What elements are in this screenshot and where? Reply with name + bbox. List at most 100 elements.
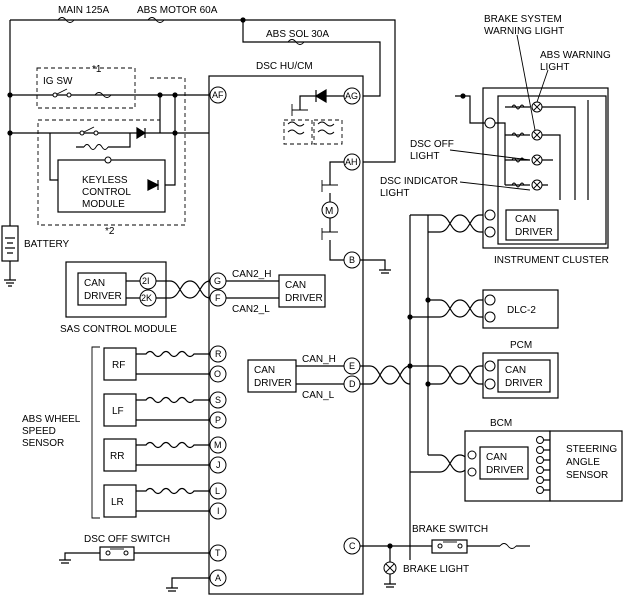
keyless-label-3: MODULE <box>82 199 125 210</box>
dsc-can-driver-can: CAN <box>254 365 275 376</box>
cluster-warning-lamps <box>505 100 589 200</box>
steering-angle-sensor-box <box>549 430 623 502</box>
battery-label: BATTERY <box>24 239 70 250</box>
dsc-can-driver-box <box>247 359 297 393</box>
pin-g-label: G <box>214 276 221 286</box>
pin-j-label: J <box>216 460 221 470</box>
battery-symbol <box>1 225 19 287</box>
pin-a-label: A <box>215 573 221 583</box>
pin-ag-label: AG <box>345 91 358 101</box>
pcm-can-label: CAN <box>505 365 526 376</box>
pin-o-label: O <box>214 369 221 379</box>
dsc-off-light-label-2: LIGHT <box>410 151 439 162</box>
sas-can-driver-box <box>77 272 127 306</box>
sas-driver-label: DRIVER <box>84 291 122 302</box>
abs-motor-fuse-label: ABS MOTOR 60A <box>137 5 218 16</box>
dsc-indicator-label-1: DSC INDICATOR <box>380 176 458 187</box>
pin-s-label: S <box>215 395 221 405</box>
main-fuse-label: MAIN 125A <box>58 5 109 16</box>
brake-light-bulb <box>383 561 397 588</box>
lr-label: LR <box>111 497 124 508</box>
dsc-can2-driver-box <box>278 274 326 308</box>
pin-e-label: E <box>349 361 355 371</box>
ig-sw-label: IG SW <box>43 76 73 87</box>
pin-d-label: D <box>349 379 356 389</box>
motor-label: M <box>325 206 333 217</box>
note-1-label: *1 <box>92 64 102 75</box>
pin-c-label: C <box>349 541 356 551</box>
wheel-sensor-rr: RR <box>103 438 210 472</box>
bcm-can-driver-box <box>479 446 529 480</box>
pcm-driver-label: DRIVER <box>505 378 543 389</box>
brake-switch <box>360 539 530 554</box>
cluster-can-driver-box <box>505 209 559 241</box>
abs-wheel-label-1: ABS WHEEL <box>22 414 81 425</box>
dsc-can2-driver-can: CAN <box>285 280 306 291</box>
dsc-hu-cm-box <box>208 75 364 595</box>
wheel-sensor-lf: LF <box>103 393 210 427</box>
lf-label: LF <box>112 406 124 417</box>
rf-label: RF <box>112 360 125 371</box>
sas-can-label: CAN <box>84 278 105 289</box>
cluster-driver-label: DRIVER <box>515 227 553 238</box>
pin-l-label: L <box>215 486 220 496</box>
pin-ah-label: AH <box>345 157 358 167</box>
abs-sol-fuse-label: ABS SOL 30A <box>266 29 329 40</box>
keyless-module-box <box>57 159 166 213</box>
brake-light-label: BRAKE LIGHT <box>403 564 469 575</box>
pin-af <box>209 86 227 104</box>
can2-l-label: CAN2_L <box>232 304 270 315</box>
dlc-box <box>482 289 559 329</box>
pin-m-label: M <box>214 440 222 450</box>
keyless-label-1: KEYLESS <box>82 175 128 186</box>
keyless-label-2: CONTROL <box>82 187 131 198</box>
sas-module-label: SAS CONTROL MODULE <box>60 324 177 335</box>
instrument-cluster-label: INSTRUMENT CLUSTER <box>494 255 609 266</box>
dsc-off-switch-label: DSC OFF SWITCH <box>84 534 170 545</box>
dsc-can-driver-driver: DRIVER <box>254 378 292 389</box>
dlc-label: DLC-2 <box>507 305 536 316</box>
pcm-label: PCM <box>510 340 532 351</box>
sas-pin-2i: 2I <box>142 276 150 286</box>
can-h-label: CAN_H <box>302 354 336 365</box>
wheel-sensor-rf: RF <box>103 347 210 381</box>
dsc-off-light-label-1: DSC OFF <box>410 139 454 150</box>
bcm-driver-label: DRIVER <box>486 465 524 476</box>
brake-warning-label-2: WARNING LIGHT <box>484 26 564 37</box>
dsc-off-switch <box>59 546 210 564</box>
pcm-can-driver-box <box>497 359 551 393</box>
bcm-can-label: CAN <box>486 452 507 463</box>
can-bus-lines <box>360 214 500 560</box>
dsc-indicator-label-2: LIGHT <box>380 188 409 199</box>
pin-ah <box>343 153 361 171</box>
wheel-sensor-lr: LR <box>103 484 210 518</box>
abs-warning-label-2: LIGHT <box>540 62 569 73</box>
dsc-unit-label: DSC HU/CM <box>256 61 313 72</box>
cluster-can-label: CAN <box>515 214 536 225</box>
can-l-label: CAN_L <box>302 390 335 401</box>
pin-t-label: T <box>215 548 221 558</box>
note-2-label: *2 <box>105 226 115 237</box>
brake-switch-label: BRAKE SWITCH <box>412 524 488 535</box>
abs-wheel-label-2: SPEED <box>22 426 56 437</box>
abs-wheel-label-3: SENSOR <box>22 438 64 449</box>
pin-b-label: B <box>349 255 355 265</box>
steering-label-3: SENSOR <box>566 470 608 481</box>
pin-i-label: I <box>217 506 220 516</box>
bcm-label: BCM <box>490 418 512 429</box>
pin-f-label: F <box>215 293 221 303</box>
rr-label: RR <box>110 451 124 462</box>
abs-warning-label-1: ABS WARNING <box>540 50 611 61</box>
dsc-internal-circuit <box>283 88 352 261</box>
dsc-can2-driver-driver: DRIVER <box>285 293 323 304</box>
steering-label-1: STEERING <box>566 444 617 455</box>
steering-label-2: ANGLE <box>566 457 600 468</box>
pin-ag <box>343 87 361 105</box>
pin-r-label: R <box>215 349 222 359</box>
pin-p-label: P <box>215 415 221 425</box>
can2-h-label: CAN2_H <box>232 269 271 280</box>
power-supply-lines <box>9 17 396 230</box>
sas-pin-2k: 2K <box>141 293 152 303</box>
pin-af-label: AF <box>212 90 224 100</box>
